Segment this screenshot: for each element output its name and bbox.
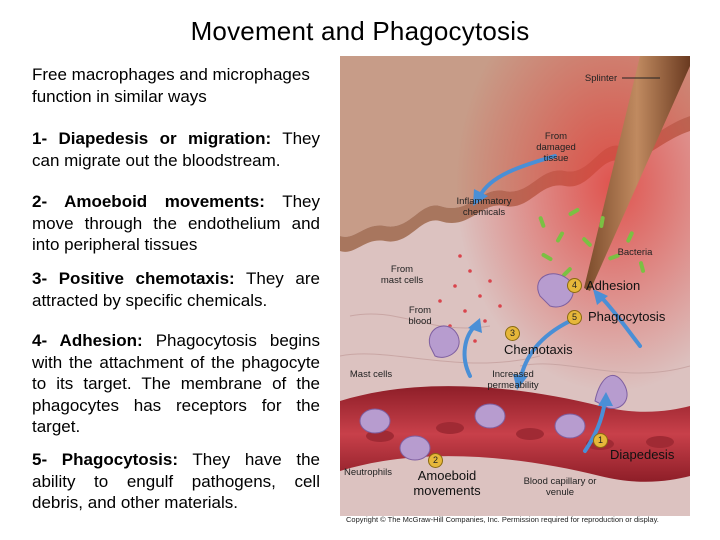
item-heading: 1- Diapedesis or migration: <box>32 129 272 148</box>
item-text: They move through the endothelium and in… <box>32 192 320 254</box>
label-from-blood: From blood <box>408 305 432 327</box>
item-text: They have the ability to engulf pathogen… <box>32 450 320 512</box>
label-splinter: Splinter <box>584 73 618 84</box>
item-heading: 2- Amoeboid movements: <box>32 192 265 211</box>
item-text: They can migrate out the bloodstream. <box>32 129 320 170</box>
arrow-heads <box>468 189 613 406</box>
label-mast-cells: Mast cells <box>349 369 393 380</box>
label-bacteria: Bacteria <box>617 247 653 258</box>
migration-arrows <box>462 154 642 453</box>
badge-2: 2 <box>428 453 443 468</box>
step-amoeboid-label: Amoeboid movements <box>413 468 481 498</box>
label-neutrophils: Neutrophils <box>343 467 393 478</box>
label-increased-permeability: Increased permeability <box>487 369 539 391</box>
badge-4: 4 <box>567 278 582 293</box>
label-from-mast-cells: From mast cells <box>380 264 424 286</box>
badge-5: 5 <box>567 310 582 325</box>
label-blood-capillary: Blood capillary or venule <box>523 476 597 498</box>
migrating-phagocytes <box>428 273 628 410</box>
phagocytosis-illustration: Splinter From damaged tissue Inflammator… <box>340 56 690 516</box>
item-text: They are attracted by specific chemicals… <box>32 269 320 310</box>
item-heading: 3- Positive chemotaxis: <box>32 269 235 288</box>
step-phagocytosis-label: Phagocytosis <box>588 309 666 324</box>
item-heading: 4- Adhesion: <box>32 331 143 350</box>
page-title: Movement and Phagocytosis <box>190 16 530 46</box>
item-heading: 5- Phagocytosis: <box>32 450 178 469</box>
bacteria-cluster <box>538 208 646 277</box>
badge-1: 1 <box>593 433 608 448</box>
label-inflammatory-chemicals: Inflammatory chemicals <box>456 196 512 218</box>
item-adhesion: 4- Adhesion: Phagocytosis begins with th… <box>32 330 320 438</box>
splinter-shape <box>584 56 690 291</box>
item-diapedesis: 1- Diapedesis or migration: They can mig… <box>32 128 320 171</box>
item-amoeboid: 2- Amoeboid movements: They move through… <box>32 191 320 256</box>
item-chemotaxis: 3- Positive chemotaxis: They are attract… <box>32 268 320 311</box>
step-diapedesis-label: Diapedesis <box>610 447 675 462</box>
item-text: Phagocytosis begins with the attachment … <box>32 331 320 436</box>
step-chemotaxis-label: Chemotaxis <box>504 342 573 357</box>
step-adhesion-label: Adhesion <box>586 278 641 293</box>
illustration-artwork <box>340 56 690 516</box>
neutrophils <box>359 403 586 461</box>
label-from-damaged-tissue: From damaged tissue <box>536 131 576 164</box>
intro-text: Free macrophages and microphages functio… <box>32 65 310 106</box>
badge-3: 3 <box>505 326 520 341</box>
copyright-notice: Copyright © The McGraw-Hill Companies, I… <box>346 515 659 524</box>
item-phagocytosis: 5- Phagocytosis: They have the ability t… <box>32 449 320 514</box>
